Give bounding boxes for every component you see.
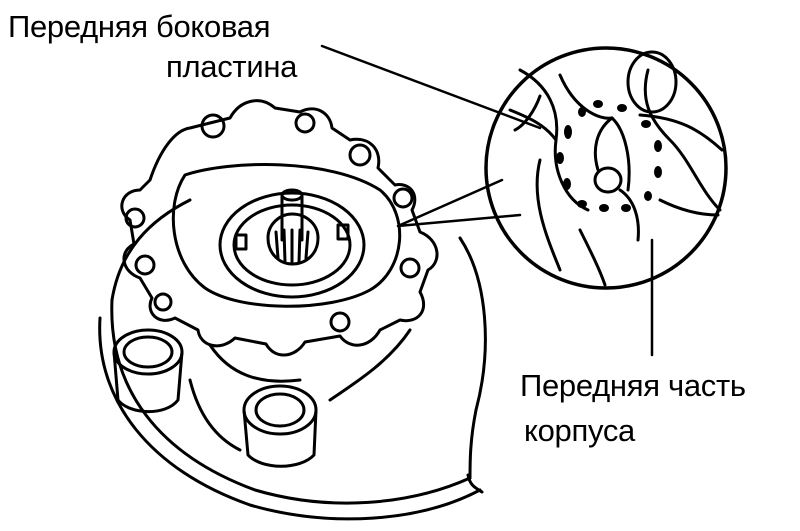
leader-line-front-side-plate <box>320 44 542 130</box>
magnified-detail-circle <box>484 46 728 290</box>
label-front-side-plate-line2: пластина <box>166 49 298 84</box>
housing-body <box>98 198 487 521</box>
housing-ports <box>112 328 412 468</box>
label-front-housing-line2: корпуса <box>524 413 635 448</box>
label-front-side-plate-line1: Передняя боковая <box>8 9 271 44</box>
front-side-plate <box>120 99 439 357</box>
callout-connector <box>396 178 522 228</box>
rotor-assembly <box>218 188 366 299</box>
seal-mark-dots <box>556 100 662 212</box>
label-front-housing-line1: Передняя часть <box>520 368 746 403</box>
